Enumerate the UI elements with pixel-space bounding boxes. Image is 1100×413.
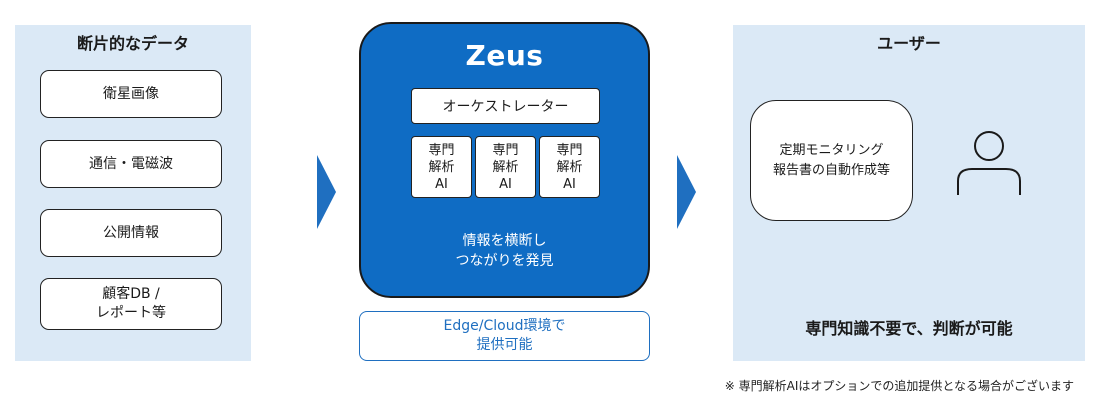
zeus-caption-line: つながりを発見 xyxy=(455,253,554,269)
footnote: ※ 専門解析AIはオプションでの追加提供となる場合がございます xyxy=(724,379,1074,393)
source-customer-db: 顧客DB / レポート等 xyxy=(40,278,222,330)
source-label: レポート等 xyxy=(96,305,166,321)
flow-arrow-right-icon xyxy=(677,155,696,229)
orchestrator-label: オーケストレーター xyxy=(442,99,569,115)
ai-label: 解析 xyxy=(428,159,455,175)
edge-cloud-line: 提供可能 xyxy=(476,337,533,353)
monitoring-report-box: 定期モニタリング 報告書の自動作成等 xyxy=(750,100,913,221)
source-satellite-image: 衛星画像 xyxy=(40,70,222,118)
ai-label: AI xyxy=(563,176,576,192)
ai-label: AI xyxy=(435,176,448,192)
source-communication: 通信・電磁波 xyxy=(40,140,222,188)
zeus-caption: 情報を横断し つながりを発見 xyxy=(361,231,648,271)
user-panel: ユーザー 定期モニタリング 報告書の自動作成等 専門知識不要で、判断が可能 xyxy=(733,25,1085,361)
ai-label: 専門 xyxy=(492,142,519,158)
user-caption: 専門知識不要で、判断が可能 xyxy=(805,319,1013,338)
ai-label: 専門 xyxy=(556,142,583,158)
edge-cloud-box: Edge/Cloud環境で 提供可能 xyxy=(359,311,650,361)
flow-arrow-right-icon xyxy=(317,155,336,229)
source-label: 公開情報 xyxy=(103,224,159,241)
edge-cloud-line: Edge/Cloud環境で xyxy=(443,318,566,334)
ai-label: 解析 xyxy=(492,159,519,175)
fragmented-data-panel: 断片的なデータ 衛星画像 通信・電磁波 公開情報 顧客DB / レポート等 xyxy=(15,25,251,361)
user-panel-title: ユーザー xyxy=(877,34,941,53)
source-public-info: 公開情報 xyxy=(40,209,222,257)
zeus-title: Zeus xyxy=(465,39,544,72)
ai-label: 専門 xyxy=(428,142,455,158)
source-label: 通信・電磁波 xyxy=(89,155,173,172)
zeus-caption-line: 情報を横断し xyxy=(462,233,547,249)
ai-label: 解析 xyxy=(556,159,583,175)
specialized-ai-box: 専門 解析 AI xyxy=(411,136,472,198)
source-label: 顧客DB / xyxy=(102,286,160,302)
monitoring-line: 報告書の自動作成等 xyxy=(772,162,890,178)
fragmented-data-title: 断片的なデータ xyxy=(76,34,189,53)
monitoring-line: 定期モニタリング xyxy=(779,142,884,158)
orchestrator-box: オーケストレーター xyxy=(411,88,600,124)
specialized-ai-box: 専門 解析 AI xyxy=(539,136,600,198)
ai-label: AI xyxy=(499,176,512,192)
zeus-platform-box: Zeus オーケストレーター 専門 解析 AI 専門 解析 AI 専門 解析 A… xyxy=(359,22,650,298)
source-label: 衛星画像 xyxy=(103,85,159,102)
specialized-ai-box: 専門 解析 AI xyxy=(475,136,536,198)
user-icon xyxy=(957,131,1021,195)
